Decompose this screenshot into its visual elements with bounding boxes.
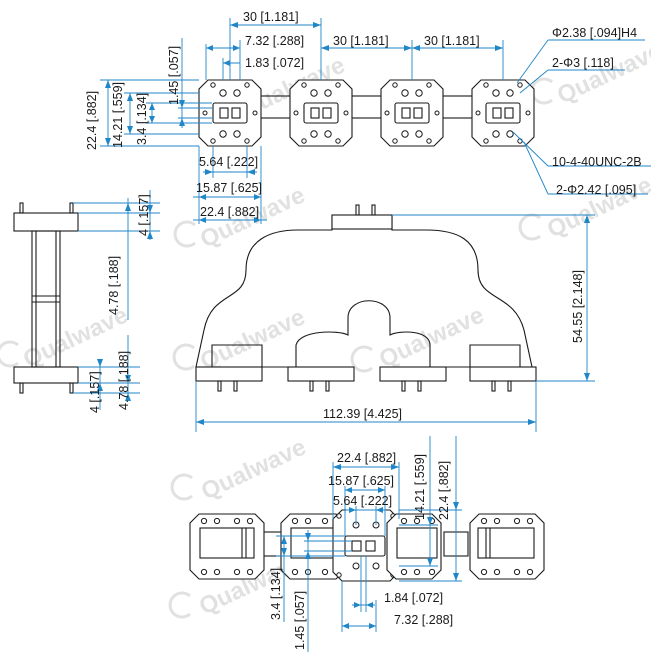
front-view: 112.39 [4.425] 54.55 [2.148] — [195, 204, 595, 432]
flange-port-3 — [380, 79, 444, 147]
dim-bottom-offset-7-32: 7.32 [.288] — [394, 613, 453, 627]
front-bottom-flange-1 — [195, 366, 263, 382]
waveguide-rail — [439, 95, 475, 119]
dim-height-22-4: 22.4 [.882] — [85, 91, 99, 150]
watermark-text: Qualwave — [196, 304, 309, 376]
watermark-logo: Qualwave — [530, 38, 651, 110]
front-top-flange — [331, 214, 393, 230]
side-flange-top — [13, 212, 79, 232]
flange-port-2 — [289, 79, 353, 147]
dim-bottom-width-5-64: 5.64 [.222] — [333, 494, 392, 508]
dim-pitch-b: 30 [1.181] — [333, 34, 389, 48]
flange-port-4 — [471, 79, 535, 147]
flange-port-1 — [198, 79, 262, 147]
watermark-text: Qualwave — [375, 302, 488, 374]
dim-len-4-78-top: 4.78 [.188] — [107, 256, 121, 315]
bottom-view: 22.4 [.882] 15.87 [.625] 5.64 [.222] 14.… — [189, 436, 545, 652]
dim-bottom-height-22-4: 22.4 [.882] — [437, 461, 451, 520]
dim-bottom-height-1-45: 1.45 [.057] — [293, 591, 307, 650]
dim-len-4-78-bottom: 4.78 [.188] — [117, 351, 131, 410]
front-view-dimensions: 112.39 [4.425] 54.55 [2.148] — [195, 214, 595, 432]
manifold-outline — [195, 214, 533, 368]
bottom-view-dimensions: 22.4 [.882] 15.87 [.625] 5.64 [.222] 14.… — [269, 436, 462, 652]
dim-bottom-width-15-87: 15.87 [.625] — [328, 474, 394, 488]
dim-offset-1-83: 1.83 [.072] — [245, 56, 304, 70]
front-bottom-flange-2 — [287, 366, 355, 382]
watermark-logo: Qualwave — [172, 304, 309, 376]
side-waveguide-body — [31, 230, 61, 368]
dim-offset-7-32: 7.32 [.288] — [245, 34, 304, 48]
callout-phi-2-38: Φ2.38 [.094]H4 — [552, 26, 637, 40]
dim-width-5-64: 5.64 [.222] — [199, 155, 258, 169]
dim-overall-height: 54.55 [2.148] — [571, 270, 585, 343]
bottom-flange-2 — [280, 513, 346, 580]
dim-height-3-4: 3.4 [.134] — [135, 93, 149, 145]
watermark-text: Qualwave — [197, 434, 310, 506]
dim-width-15-87: 15.87 [.625] — [196, 181, 262, 195]
callout-phi-2-42: 2-Φ2.42 [.095] — [556, 183, 636, 197]
dim-flange-4-bottom: 4 [.157] — [88, 371, 102, 413]
bottom-flange-3 — [386, 513, 442, 580]
top-view-dimensions: 30 [1.181] 7.32 [.288] 1.83 [.072] 30 [1… — [85, 10, 651, 224]
side-flange-bottom — [13, 366, 79, 384]
side-view: 4 [.157] 4.78 [.188] 4.78 [.188] 4 [.157… — [13, 190, 160, 413]
waveguide-rail — [349, 95, 385, 119]
front-bottom-flange-4 — [469, 366, 537, 382]
dim-overall-width: 112.39 [4.425] — [323, 407, 402, 421]
watermark-text: Qualwave — [553, 38, 651, 110]
dim-width-22-4: 22.4 [.882] — [200, 205, 259, 219]
dim-pitch-c: 30 [1.181] — [424, 34, 480, 48]
side-view-dimensions: 4 [.157] 4.78 [.188] 4.78 [.188] 4 [.157… — [73, 190, 160, 413]
dim-bottom-height-14-21: 14.21 [.559] — [413, 454, 427, 520]
callout-phi-3: 2-Φ3 [.118] — [552, 56, 614, 70]
watermark-logo: Qualwave — [350, 302, 488, 374]
top-view: 30 [1.181] 7.32 [.288] 1.83 [.072] 30 [1… — [85, 10, 651, 224]
watermark-logo: Qualwave — [170, 434, 310, 506]
dim-bottom-height-3-4: 3.4 [.134] — [269, 568, 283, 620]
dim-pitch-a: 30 [1.181] — [243, 10, 299, 24]
front-bottom-flange-3 — [379, 366, 447, 382]
callout-thread: 10-4-40UNC-2B — [552, 155, 642, 169]
bottom-flange-1 — [189, 513, 265, 580]
dim-bottom-offset-1-84: 1.84 [.072] — [384, 591, 443, 605]
dim-height-1-45: 1.45 [.057] — [167, 46, 181, 105]
dim-flange-4-top: 4 [.157] — [137, 194, 151, 236]
dim-bottom-width-22-4: 22.4 [.882] — [337, 451, 396, 465]
bottom-flange-4 — [469, 513, 545, 580]
dim-height-14-21: 14.21 [.559] — [111, 82, 125, 148]
